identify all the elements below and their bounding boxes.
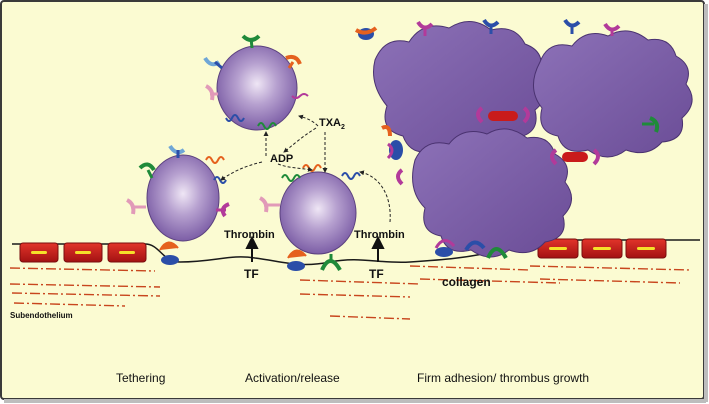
label-adp: ADP [270, 153, 293, 165]
platelet-middle [258, 164, 361, 272]
aggregate-platelet-lower [412, 128, 572, 258]
arrow-adp-to-middle [277, 163, 313, 172]
stage-label-activation: Activation/release [245, 371, 340, 385]
endothelial-cells-right [537, 238, 667, 259]
platelet-left [125, 144, 230, 265]
label-thrombin-right: Thrombin [354, 229, 405, 241]
label-collagen: collagen [442, 275, 491, 289]
aggregate-receptors [354, 18, 660, 260]
arrow-adp-to-left [220, 161, 263, 181]
signal-arrows [220, 114, 391, 223]
arrow-txa-to-adp [283, 127, 317, 153]
label-tf-left: TF [244, 267, 259, 281]
platelet-top [203, 34, 309, 131]
label-tf-right: TF [369, 267, 384, 281]
subendothelium-lines [9, 265, 691, 320]
frame-shadow-right [704, 4, 708, 402]
label-txa: TXA2 [319, 117, 345, 131]
stage-label-tethering: Tethering [116, 371, 165, 385]
label-thrombin-left: Thrombin [224, 229, 275, 241]
label-subendothelium: Subendothelium [10, 311, 73, 320]
stage-label-firm-adhesion: Firm adhesion/ thrombus growth [417, 371, 589, 385]
aggregate-platelet-upper-left [373, 21, 547, 157]
frame-shadow [4, 399, 706, 403]
arrow-txa-to-top [298, 114, 319, 127]
endothelial-cells-left [19, 242, 147, 263]
tf-arrows [245, 235, 385, 262]
arrow-thrombin-to-middle [359, 170, 391, 223]
